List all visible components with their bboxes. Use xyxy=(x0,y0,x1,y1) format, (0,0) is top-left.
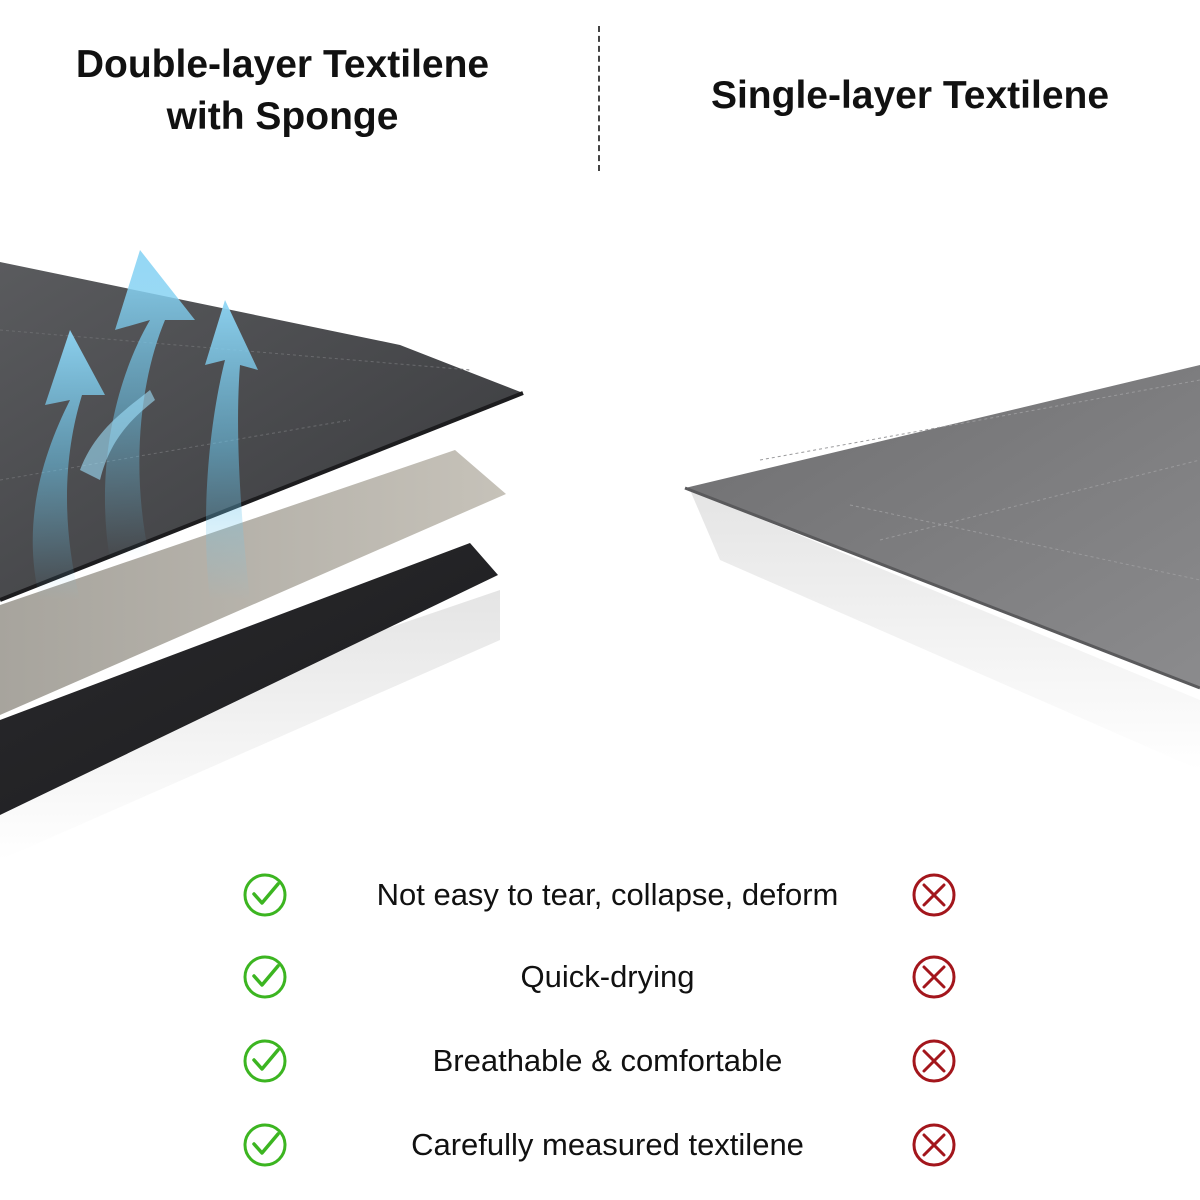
check-icon xyxy=(241,1121,289,1169)
column-divider xyxy=(598,26,600,171)
single-layer-title: Single-layer Textilene xyxy=(710,74,1110,117)
feature-label: Carefully measured textilene xyxy=(411,1127,804,1162)
cross-icon xyxy=(910,1037,958,1085)
feature-label: Not easy to tear, collapse, deform xyxy=(376,877,839,912)
check-icon xyxy=(241,871,289,919)
feature-label: Breathable & comfortable xyxy=(432,1043,783,1078)
feature-label: Quick-drying xyxy=(520,959,695,994)
double-layer-title-line1: Double-layer Textilene xyxy=(75,43,490,86)
check-icon xyxy=(241,1037,289,1085)
feature-row: Not easy to tear, collapse, deform xyxy=(0,860,1200,930)
double-layer-title: Double-layer Textilene with Sponge xyxy=(20,39,545,143)
airflow-arrows-icon xyxy=(32,250,258,600)
cross-icon xyxy=(910,1121,958,1169)
feature-row: Breathable & comfortable xyxy=(0,1026,1200,1096)
check-icon xyxy=(241,953,289,1001)
cross-icon xyxy=(910,953,958,1001)
fabric-illustration xyxy=(0,250,1200,860)
single-fabric-sheet xyxy=(685,365,1200,688)
double-layer-title-line2: with Sponge xyxy=(166,95,399,138)
feature-row: Carefully measured textilene xyxy=(0,1110,1200,1180)
cross-icon xyxy=(910,871,958,919)
bottom-fabric-layer xyxy=(0,543,498,815)
feature-row: Quick-drying xyxy=(0,942,1200,1012)
sponge-layer xyxy=(0,450,506,715)
